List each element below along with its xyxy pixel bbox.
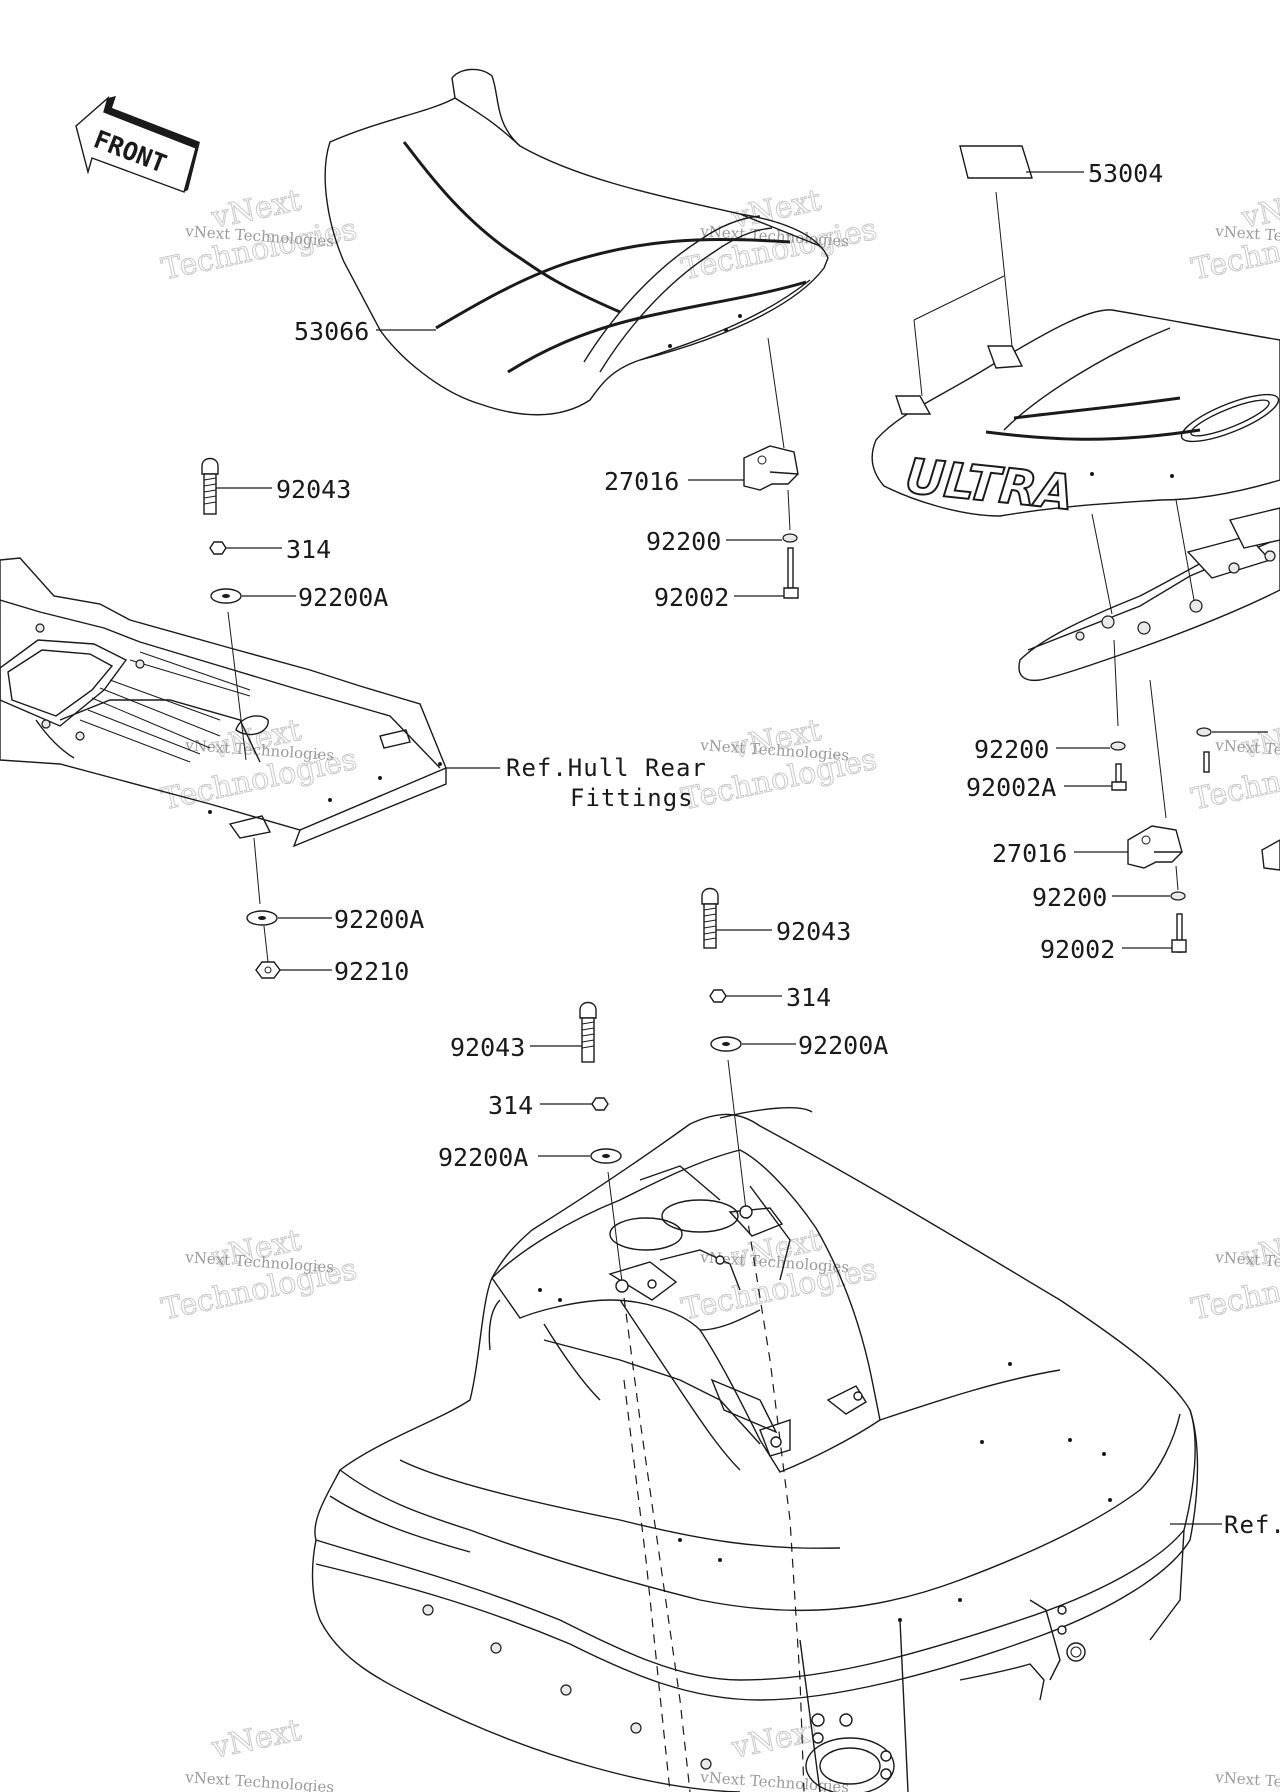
bolt-a-icon xyxy=(783,547,799,599)
part-label-stud-1: 92043 xyxy=(276,475,351,504)
stud-1-icon xyxy=(201,457,219,515)
washer-b-icon xyxy=(1110,741,1126,751)
washer-c-icon xyxy=(1170,891,1186,901)
part-label-washer-b: 92200 xyxy=(974,735,1049,764)
part-label-washer-c: 92200 xyxy=(1032,883,1107,912)
pad xyxy=(959,145,1033,179)
part-label-bolt-b: 92002A xyxy=(966,773,1056,802)
svg-text:ULTRA: ULTRA xyxy=(903,448,1076,521)
part-label-bolt-a: 92002 xyxy=(654,583,729,612)
washer-a-icon xyxy=(782,533,798,543)
bolt-c-icon xyxy=(1171,913,1187,953)
stud-2-icon xyxy=(579,1001,597,1063)
watermark-brand: vNext xyxy=(208,1713,304,1766)
watermarks: vNext Technologies vNext Technologies vN… xyxy=(158,182,1280,1792)
hull-rear-fitting xyxy=(0,557,447,848)
bolt-b-icon xyxy=(1111,763,1127,791)
hull xyxy=(311,1107,1199,1792)
part-label-washer-2: 92200A xyxy=(438,1143,528,1172)
part-label-nut-1b: 92210 xyxy=(334,957,409,986)
ref-hull-rear-line2: Fittings xyxy=(570,784,694,812)
part-label-washer-1: 92200A xyxy=(298,583,388,612)
rear-seat: ULTRA xyxy=(871,309,1280,523)
part-label-washer-3: 92200A xyxy=(798,1031,888,1060)
part-label-stop-left: 27016 xyxy=(604,467,679,496)
nut-2-icon xyxy=(591,1097,609,1111)
part-label-pad: 53004 xyxy=(1088,159,1163,188)
part-label-nut-2: 314 xyxy=(488,1091,533,1120)
nut-3-icon xyxy=(709,989,727,1003)
watermark-brand: vNext xyxy=(728,1713,824,1766)
part-label-washer-1b: 92200A xyxy=(334,905,424,934)
part-label-stud-3: 92043 xyxy=(776,917,851,946)
part-label-stud-2: 92043 xyxy=(450,1033,525,1062)
part-label-nut-1: 314 xyxy=(286,535,331,564)
ref-hull-rear-line1: Ref.Hull Rear xyxy=(506,754,707,782)
part-label-seat: 53066 xyxy=(294,317,369,346)
nut-1b-icon xyxy=(255,961,281,979)
nut-1-icon xyxy=(209,541,227,555)
stud-3-icon xyxy=(701,887,719,949)
ref-right-cut: Ref. xyxy=(1224,1511,1280,1539)
part-label-nut-3: 314 xyxy=(786,983,831,1012)
seat-stop-right xyxy=(1127,825,1183,869)
front-arrow-icon: FRONT xyxy=(75,95,200,193)
seat-logo: ULTRA xyxy=(902,447,1077,522)
part-label-stop-right: 27016 xyxy=(992,839,1067,868)
watermark-text: vNext Technologies xyxy=(1214,1768,1280,1792)
part-label-washer-a: 92200 xyxy=(646,527,721,556)
part-label-bolt-c: 92002 xyxy=(1040,935,1115,964)
watermark-text: vNext Technologies xyxy=(699,736,850,764)
seat xyxy=(324,68,829,416)
seat-stop-left xyxy=(743,445,799,491)
watermark-text: vNext Technologies xyxy=(184,1768,335,1792)
watermark-text: vNext Technologies xyxy=(699,1768,850,1792)
rear-seat-base xyxy=(1018,507,1280,682)
